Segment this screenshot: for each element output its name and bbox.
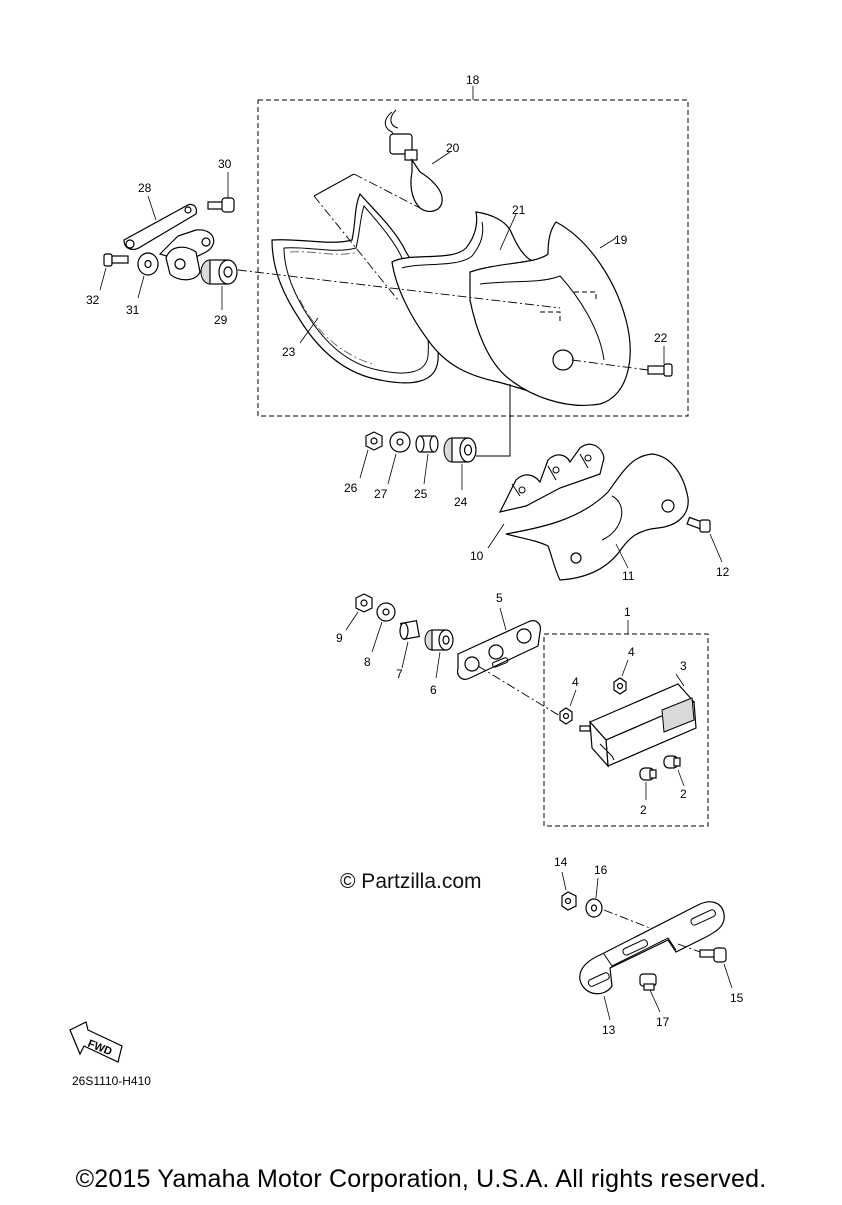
callout-26: 26 [344,481,358,495]
license-lamp [589,683,697,768]
side-bolt [103,253,129,267]
grommet-6 [424,629,454,651]
nut-4-lower [559,707,573,725]
callout-14: 14 [554,855,568,869]
bracket-screw-15 [699,947,727,963]
callout-4-lower: 4 [572,675,579,689]
callout-10: 10 [470,549,484,563]
nut-26 [365,431,383,451]
callout-23: 23 [282,345,296,359]
callout-20: 20 [446,141,460,155]
nut-4-upper [613,677,627,695]
bulb-2-right [663,755,681,769]
callout-19: 19 [614,233,628,247]
callout-25: 25 [414,487,428,501]
callout-labels: 18 20 21 19 22 23 30 28 32 31 29 26 27 2… [86,73,744,1037]
collar-7 [399,620,420,640]
callout-2-right: 2 [680,787,687,801]
grommet-29 [200,259,238,285]
callout-17: 17 [656,1015,670,1029]
copyright-notice: ©2015 Yamaha Motor Corporation, U.S.A. A… [75,1165,767,1193]
callout-7: 7 [396,667,403,681]
callout-9: 9 [336,631,343,645]
callout-22: 22 [654,331,668,345]
rear-bracket [498,443,605,513]
nut-9 [355,593,373,613]
callout-8: 8 [364,655,371,669]
callout-29: 29 [214,313,228,327]
callout-16: 16 [594,863,608,877]
diagram-reference-code: 26S1110-H410 [72,1074,151,1088]
callout-24: 24 [454,495,468,509]
grommet-24 [443,437,477,463]
callout-18: 18 [466,73,480,87]
partzilla-watermark: © Partzilla.com [340,870,482,893]
nut-14 [561,891,577,911]
callout-27: 27 [374,487,388,501]
grommet-17 [639,973,657,991]
lamp-mount-plate [457,620,541,680]
callout-32: 32 [86,293,100,307]
license-bracket [579,901,725,995]
callout-12: 12 [716,565,730,579]
callout-11: 11 [622,569,635,583]
callout-3: 3 [680,659,687,673]
washer-27 [389,431,411,453]
callout-1: 1 [624,605,631,619]
rear-cover [505,453,689,581]
callout-5: 5 [496,591,503,605]
callout-28: 28 [138,181,152,195]
lens-screw [647,363,673,377]
bracket-plate [165,246,201,281]
bulb-socket [384,109,443,212]
callout-2-left: 2 [640,803,647,817]
callout-21: 21 [512,203,526,217]
callout-15: 15 [730,991,744,1005]
cover-screw [686,516,711,533]
bulb-2-left [639,767,657,781]
assembly-18-boundary [257,99,689,417]
assembly-1-boundary [543,633,709,827]
callout-31: 31 [126,303,140,317]
bracket-bolt [207,197,235,213]
tail-lamp-lens [469,221,631,406]
washer-16 [585,898,603,918]
callout-13: 13 [602,1023,616,1037]
forward-arrow-icon: FWD [69,1021,123,1063]
collar-25 [415,435,439,453]
washer-8 [376,602,396,622]
callout-4-upper: 4 [628,645,635,659]
callout-6: 6 [430,683,437,697]
callout-30: 30 [218,157,232,171]
washer-31 [137,252,159,276]
